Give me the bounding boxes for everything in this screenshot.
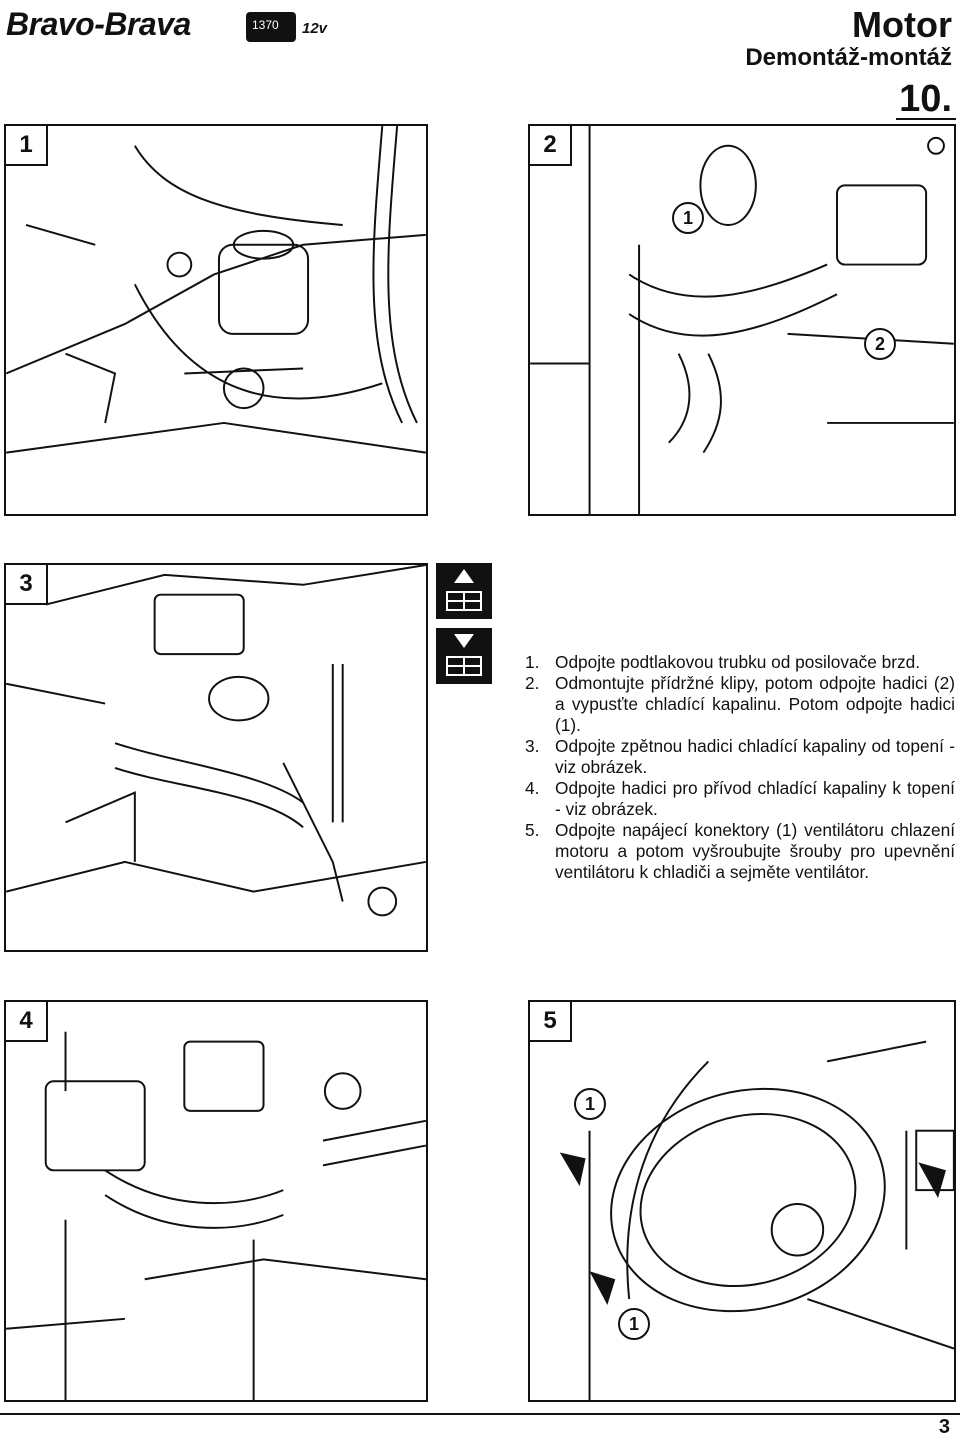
figure-number: 4 [6,1002,48,1042]
figure-2: 2 1 2 [528,124,956,516]
callout-hose-1: 1 [672,202,704,234]
engine-block-icon [246,12,296,42]
callout-connector-1b: 1 [618,1308,650,1340]
figure-3-drawing [6,565,426,917]
instruction-item: 5. Odpojte napájecí konektory (1) ventilá… [525,820,955,883]
arrow-marker-icon [559,1152,586,1187]
engine-code: 1370 [252,18,279,32]
instruction-text: Odmontujte přídržné klipy, potom odpojte… [555,673,955,735]
page-number: 3 [938,1416,950,1438]
figure-2-drawing [530,126,954,514]
arrow-marker-icon [918,1162,946,1199]
figure-3: 3 [4,563,428,952]
section-title: Motor [852,4,952,45]
instruction-number: 1. [525,652,540,672]
header-divider [896,118,956,120]
figure-1: 1 [4,124,428,516]
figure-1-drawing [6,126,426,454]
instruction-text: Odpojte hadici pro přívod chladící kapal… [555,778,955,819]
instruction-number: 4. [525,778,540,798]
figure-5-drawing [559,1040,954,1400]
instruction-item: 4. Odpojte hadici pro přívod chladící kap… [525,778,955,820]
figure-4-drawing [6,1031,426,1400]
figure-number: 2 [530,126,572,166]
figure-number: 5 [530,1002,572,1042]
subsection-title: Demontáž-montáž [745,44,952,71]
callout-connector-1: 1 [574,1088,606,1120]
chapter-number: 10. [899,78,952,120]
instruction-number: 3. [525,736,540,756]
footer-divider [0,1413,960,1415]
grid-icon [446,591,482,611]
instruction-text: Odpojte podtlakovou trubku od posilovače… [555,652,921,672]
arrow-up-icon [454,569,474,583]
instruction-item: 2. Odmontujte přídržné klipy, potom odpoj… [525,673,955,736]
figure-number: 3 [6,565,48,605]
instruction-text: Odpojte napájecí konektory (1) ventiláto… [555,820,955,882]
instruction-item: 1. Odpojte podtlakovou trubku od posilova… [525,652,955,673]
instruction-number: 5. [525,820,540,840]
engine-valves: 12v [302,20,328,37]
figure-4: 4 [4,1000,428,1402]
instruction-number: 2. [525,673,540,693]
install-icon [436,628,492,684]
figure-5: 5 1 1 [528,1000,956,1402]
brand-title: Bravo-Brava [6,6,191,42]
grid-icon [446,656,482,676]
callout-hose-2: 2 [864,328,896,360]
instruction-text: Odpojte zpětnou hadici chladící kapaliny… [555,736,955,777]
arrow-down-icon [454,634,474,648]
instruction-list: 1. Odpojte podtlakovou trubku od posilova… [525,652,955,883]
engine-badge: 1370 12v [246,8,342,48]
arrow-marker-icon [589,1271,616,1305]
remove-icon [436,563,492,619]
figure-number: 1 [6,126,48,166]
instruction-item: 3. Odpojte zpětnou hadici chladící kapali… [525,736,955,778]
